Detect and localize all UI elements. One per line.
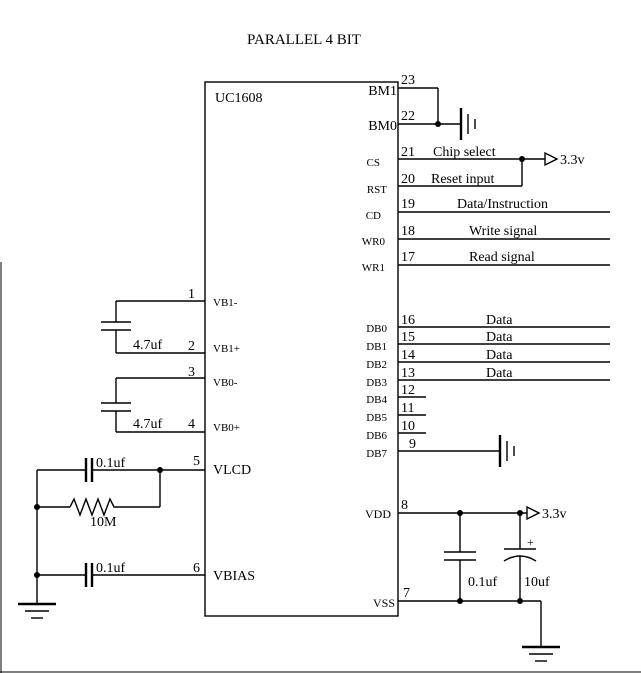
chip-select-rail-arrow [544,151,559,167]
capacitor-vb1 [101,301,131,353]
pin-4-number: 4 [188,417,195,432]
pin-20-number: 20 [401,172,415,187]
pin-19-label: CD [366,210,381,222]
vdd-rail-label: 3.3v [542,507,567,522]
pin-14-signal: Data [486,348,513,363]
capacitor-vdd-ceramic [444,513,476,601]
pin-13-number: 13 [401,366,415,381]
pin-11-label: DB5 [366,412,387,424]
resistor-vlcd-value: 10M [90,515,117,530]
pin-15-label: DB1 [366,341,387,353]
junction-vbias [34,572,40,578]
capacitor-vlcd-value: 0.1uf [96,456,126,471]
pin-21-signal: Chip select [433,145,496,160]
vdd-rail-arrow [526,505,541,521]
pin-19-signal: Data/Instruction [457,197,548,212]
pin-10-number: 10 [401,419,415,434]
pin-1-label: VB1- [213,297,238,309]
pin-8-number: 8 [401,498,408,513]
pin-17-number: 17 [401,250,415,265]
ground-symbol-bm0 [459,108,476,140]
pin-9-number: 9 [409,437,416,452]
pin-18-signal: Write signal [469,224,537,239]
pin-8-label: VDD [365,507,391,521]
pin-12-number: 12 [401,383,415,398]
capacitor-vlcd [84,458,94,482]
pin-13-label: DB3 [366,377,387,389]
pin-21-label: CS [367,157,380,169]
pin-16-label: DB0 [366,323,387,335]
pin-11-number: 11 [401,401,414,416]
junction-bm0 [435,121,441,127]
pin-6-label: VBIAS [213,569,255,584]
pin-16-number: 16 [401,313,415,328]
pin-19-number: 19 [401,197,415,212]
pin-15-number: 15 [401,330,415,345]
pin-14-label: DB2 [366,359,387,371]
pin-3-label: VB0- [213,377,238,389]
pin-17-label: WR1 [362,262,385,274]
pin-7-label: VSS [373,596,395,610]
capacitor-vdd-electrolytic-value: 10uf [524,575,550,590]
pin-2-number: 2 [188,339,195,354]
capacitor-vb0-value: 4.7uf [133,417,163,432]
pin-4-label: VB0+ [213,422,240,434]
pin-23-label: BM1 [368,84,397,99]
vlcd-network-wires [36,469,161,604]
pin-16-signal: Data [486,313,513,328]
pin-2-label: VB1+ [213,343,240,355]
pin-15-signal: Data [486,330,513,345]
pin-6-number: 6 [193,561,200,576]
pin-5-number: 5 [193,454,200,469]
capacitor-vb1-value: 4.7uf [133,338,163,353]
pin-7-number: 7 [403,586,410,601]
chip-body [204,81,399,617]
pin-5-label: VLCD [213,463,251,478]
resistor-vlcd [69,497,118,517]
pin-18-label: WR0 [362,236,386,248]
chip-select-rail-label: 3.3v [560,153,585,168]
diagram-title: PARALLEL 4 BIT [247,32,361,48]
pin-14-number: 14 [401,348,415,363]
ground-symbol-vss [522,645,560,662]
capacitor-vdd-ceramic-value: 0.1uf [468,575,498,590]
chip-name: UC1608 [215,91,262,106]
pin-21-number: 21 [401,145,415,160]
pin-1-number: 1 [188,287,195,302]
pin-12-label: DB4 [366,394,387,406]
pin-13-signal: Data [486,366,513,381]
capacitor-vdd-electrolytic-polarity: + [527,535,534,549]
pin-22-label: BM0 [368,119,397,134]
pin-23-number: 23 [401,73,415,88]
ground-symbol-db7 [498,435,515,467]
pin-17-signal: Read signal [469,250,535,265]
capacitor-vdd-electrolytic [503,513,537,601]
junction-vlcd-right [157,467,163,473]
pin-18-number: 18 [401,224,415,239]
capacitor-vb0 [101,378,131,432]
pin-9-label: DB7 [366,448,387,460]
capacitor-vbias-value: 0.1uf [96,561,126,576]
pin-22-number: 22 [401,109,415,124]
pin-3-number: 3 [188,365,195,380]
junction-vlcd-left [34,504,40,510]
capacitor-vbias [84,563,94,587]
ground-symbol-left [18,602,56,619]
pin-20-label: RST [367,184,387,196]
pin-10-label: DB6 [366,430,387,442]
pin-20-signal: Reset input [431,172,494,187]
